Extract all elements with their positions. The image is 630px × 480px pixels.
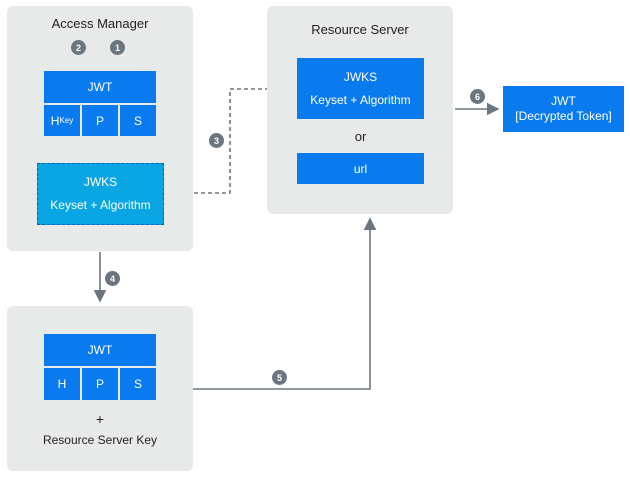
arrow-step-5 [193, 217, 377, 390]
client-jwt-header: JWT [44, 334, 156, 366]
resource-server-title: Resource Server [311, 22, 409, 37]
step-badge-2: 2 [71, 40, 86, 55]
resource-server-key-label: Resource Server Key [42, 433, 158, 447]
decrypted-token-box: JWT[Decrypted Token] [503, 86, 624, 132]
step-badge-3: 3 [209, 133, 224, 148]
jwt-cell-p: P [82, 105, 118, 136]
jwt-header: JWT [44, 71, 156, 103]
plus-label: + [95, 411, 105, 427]
step-badge-4: 4 [105, 271, 120, 286]
step-badge-5: 5 [272, 370, 287, 385]
access-manager-title: Access Manager [51, 16, 149, 31]
client-jwt-cell-p: P [82, 368, 118, 400]
client-jwt-cell-h: H [44, 368, 80, 400]
step-badge-1: 1 [110, 40, 125, 55]
or-label: or [354, 129, 367, 144]
url-box: url [297, 153, 424, 184]
client-jwt-cell-s: S [120, 368, 156, 400]
step-badge-6: 6 [470, 89, 485, 104]
arrow-step-3 [168, 88, 297, 200]
jwt-cell-s: S [120, 105, 156, 136]
